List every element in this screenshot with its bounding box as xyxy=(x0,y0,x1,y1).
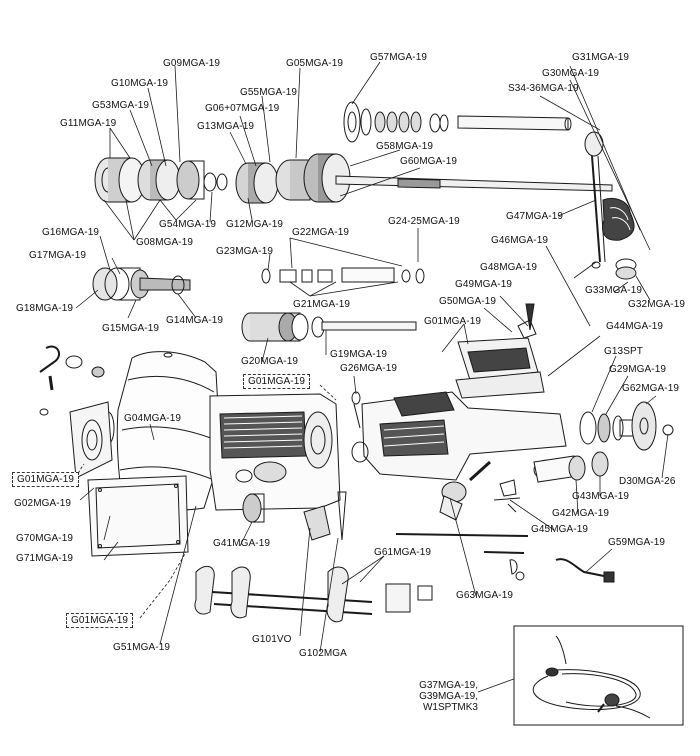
label-g23[interactable]: G23MGA-19 xyxy=(216,246,274,257)
label-g12[interactable]: G12MGA-19 xyxy=(226,219,284,230)
label-g33[interactable]: G33MGA-19 xyxy=(585,285,643,296)
label-g32[interactable]: G32MGA-19 xyxy=(628,299,686,310)
label-g45[interactable]: G45MGA-19 xyxy=(531,524,589,535)
label-g26[interactable]: G26MGA-19 xyxy=(340,363,398,374)
speedo-drive xyxy=(439,460,521,521)
bell-housing xyxy=(69,351,219,557)
label-g49[interactable]: G49MGA-19 xyxy=(455,279,513,290)
label-g50[interactable]: G50MGA-19 xyxy=(439,296,497,307)
label-g101[interactable]: G101VO xyxy=(252,634,292,645)
inset-label-w1sptmk3: W1SPTMK3 xyxy=(422,702,478,713)
label-g04[interactable]: G04MGA-19 xyxy=(124,413,182,424)
gear-lever xyxy=(584,131,637,280)
label-g51[interactable]: G51MGA-19 xyxy=(113,642,171,653)
label-g01b[interactable]: G01MGA-19 xyxy=(243,374,311,389)
label-g18[interactable]: G18MGA-19 xyxy=(16,303,74,314)
speedo-cable-inset xyxy=(513,625,684,726)
label-g29[interactable]: G29MGA-19 xyxy=(609,364,667,375)
gear-cluster-top xyxy=(94,153,613,204)
label-g08[interactable]: G08MGA-19 xyxy=(136,237,194,248)
inset-label-g39: G39MGA-19, xyxy=(419,691,478,702)
selector-assembly xyxy=(194,533,615,623)
rear-extension xyxy=(351,303,567,481)
label-g46[interactable]: G46MGA-19 xyxy=(491,235,549,246)
label-g21[interactable]: G21MGA-19 xyxy=(293,299,351,310)
label-g61[interactable]: G61MGA-19 xyxy=(374,547,432,558)
label-g11[interactable]: G11MGA-19 xyxy=(60,118,117,129)
label-g20[interactable]: G20MGA-19 xyxy=(241,356,299,367)
label-g01c[interactable]: G01MGA-19 xyxy=(12,472,80,487)
label-g19[interactable]: G19MGA-19 xyxy=(330,349,388,360)
label-g70[interactable]: G70MGA-19 xyxy=(16,533,74,544)
label-g60[interactable]: G60MGA-19 xyxy=(400,156,458,167)
label-g0607[interactable]: G06+07MGA-19 xyxy=(205,103,280,114)
label-g14[interactable]: G14MGA-19 xyxy=(166,315,224,326)
small-components xyxy=(39,345,361,541)
label-g31[interactable]: G31MGA-19 xyxy=(572,52,630,63)
label-g2425[interactable]: G24-25MGA-19 xyxy=(388,216,460,227)
label-d30[interactable]: D30MGA-26 xyxy=(619,476,676,487)
label-g54[interactable]: G54MGA-19 xyxy=(159,219,217,230)
label-g58[interactable]: G58MGA-19 xyxy=(376,141,434,152)
label-g55[interactable]: G55MGA-19 xyxy=(240,87,298,98)
label-g13[interactable]: G13MGA-19 xyxy=(197,121,255,132)
label-s34[interactable]: S34-36MGA-19 xyxy=(508,83,579,94)
label-g30[interactable]: G30MGA-19 xyxy=(542,68,600,79)
inset-labels[interactable]: G37MGA-19, G39MGA-19, W1SPTMK3 xyxy=(390,680,478,713)
label-g01d[interactable]: G01MGA-19 xyxy=(66,613,134,628)
rear-flange xyxy=(533,401,674,483)
label-g02[interactable]: G02MGA-19 xyxy=(14,498,72,509)
label-g53[interactable]: G53MGA-19 xyxy=(92,100,150,111)
label-g43[interactable]: G43MGA-19 xyxy=(572,491,630,502)
label-g09[interactable]: G09MGA-19 xyxy=(163,58,221,69)
label-g62[interactable]: G62MGA-19 xyxy=(622,383,680,394)
gearbox-case xyxy=(209,393,341,511)
label-g102[interactable]: G102MGA xyxy=(299,648,347,659)
layshaft-cluster xyxy=(92,267,417,342)
label-g13spt[interactable]: G13SPT xyxy=(604,346,643,357)
label-g17[interactable]: G17MGA-19 xyxy=(29,250,87,261)
label-g05[interactable]: G05MGA-19 xyxy=(286,58,344,69)
label-g10[interactable]: G10MGA-19 xyxy=(111,78,169,89)
label-g47[interactable]: G47MGA-19 xyxy=(506,211,564,222)
label-g57[interactable]: G57MGA-19 xyxy=(370,52,428,63)
inset-label-g37: G37MGA-19, xyxy=(419,680,478,691)
label-g71[interactable]: G71MGA-19 xyxy=(16,553,74,564)
label-g63[interactable]: G63MGA-19 xyxy=(456,590,514,601)
label-g48[interactable]: G48MGA-19 xyxy=(480,262,538,273)
label-g41[interactable]: G41MGA-19 xyxy=(213,538,271,549)
leader-lines xyxy=(75,61,669,693)
label-g42[interactable]: G42MGA-19 xyxy=(552,508,610,519)
label-g01a[interactable]: G01MGA-19 xyxy=(424,316,482,327)
label-g15[interactable]: G15MGA-19 xyxy=(102,323,160,334)
label-g44[interactable]: G44MGA-19 xyxy=(606,321,664,332)
label-g59[interactable]: G59MGA-19 xyxy=(608,537,666,548)
label-g22[interactable]: G22MGA-19 xyxy=(292,227,350,238)
pin-set xyxy=(261,267,425,284)
label-g16[interactable]: G16MGA-19 xyxy=(42,227,100,238)
bearing-stack-top xyxy=(343,101,572,143)
